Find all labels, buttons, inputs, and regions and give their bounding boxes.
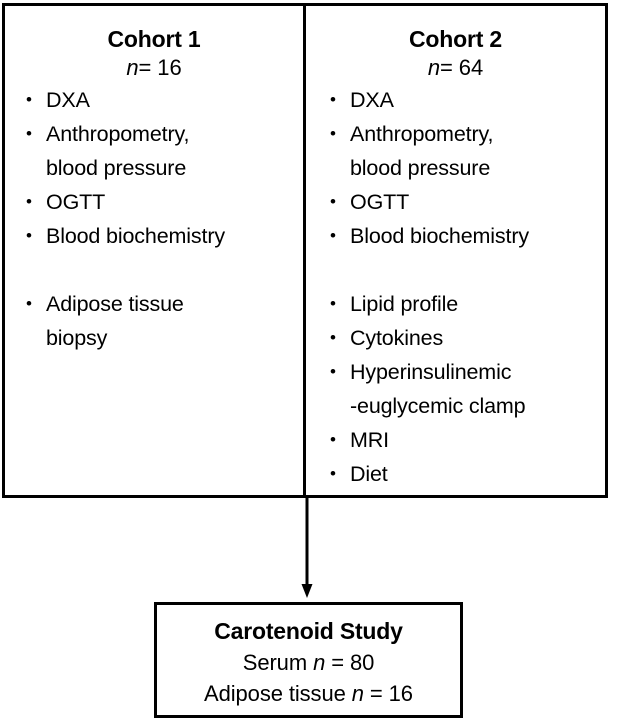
list-item: OGTT [329, 185, 605, 219]
list-item: MRI [329, 423, 605, 457]
list-item: Blood biochemistry [25, 219, 303, 253]
list-item-line-1: Cytokines [350, 326, 444, 350]
carotenoid-adipose-n-value: = 16 [363, 681, 413, 706]
list-item: DXA [329, 83, 605, 117]
list-item-line-1: Lipid profile [350, 292, 459, 316]
cohort-2-measures-group-2: Lipid profile Cytokines Hyperinsulinemic… [329, 287, 605, 491]
carotenoid-serum-row: Serum n = 80 [157, 647, 460, 678]
cohort-2-n-symbol: n [427, 55, 441, 80]
cohort-1-measures-group-1: DXA Anthropometry, blood pressure OGTT B… [25, 83, 303, 253]
list-item: Cytokines [329, 321, 605, 355]
list-item: Blood biochemistry [329, 219, 605, 253]
list-item: DXA [25, 83, 303, 117]
list-item-line-2: blood pressure [350, 156, 491, 180]
cohort-2-measures-group-1: DXA Anthropometry, blood pressure OGTT B… [329, 83, 605, 253]
carotenoid-adipose-row: Adipose tissue n = 16 [157, 678, 460, 709]
carotenoid-study-box: Carotenoid Study Serum n = 80 Adipose ti… [154, 602, 463, 718]
carotenoid-study-title: Carotenoid Study [214, 618, 403, 644]
cohort-1-title: Cohort 1 [107, 26, 201, 52]
list-item-line-1: OGTT [46, 190, 106, 214]
list-item-line-2: blood pressure [46, 156, 187, 180]
list-item-line-1: Blood biochemistry [350, 224, 529, 248]
list-item: Hyperinsulinemic -euglycemic clamp [329, 355, 605, 423]
list-item-line-1: Anthropometry, [46, 122, 190, 146]
cohort-1-n-value: = 16 [138, 55, 182, 80]
carotenoid-serum-n-value: = 80 [325, 650, 375, 675]
flow-arrow-down-icon [296, 498, 318, 600]
list-item-line-1: Hyperinsulinemic [350, 360, 512, 384]
list-item: Adipose tissue biopsy [25, 287, 303, 355]
list-item-line-2: -euglycemic clamp [350, 394, 526, 418]
list-item: Anthropometry, blood pressure [25, 117, 303, 185]
carotenoid-adipose-n-symbol: n [351, 681, 364, 706]
cohort-1-measures-group-2: Adipose tissue biopsy [25, 287, 303, 355]
cohort-1-n-symbol: n [126, 55, 139, 80]
list-item-line-1: MRI [350, 428, 389, 452]
cohorts-container: Cohort 1 n= 16 DXA Anthropometry, blood … [2, 3, 608, 498]
list-item-line-1: Diet [350, 462, 388, 486]
carotenoid-serum-n-symbol: n [313, 650, 326, 675]
list-item: Diet [329, 457, 605, 491]
cohort-2-column: Cohort 2 n= 64 DXA Anthropometry, blood … [306, 6, 605, 495]
list-item-line-1: OGTT [350, 190, 410, 214]
cohort-1-sample-size: n= 16 [5, 53, 303, 83]
list-item-line-2: biopsy [46, 326, 108, 350]
cohort-1-column: Cohort 1 n= 16 DXA Anthropometry, blood … [5, 6, 306, 495]
list-item-line-1: Blood biochemistry [46, 224, 225, 248]
list-item-line-1: Anthropometry, [350, 122, 494, 146]
carotenoid-serum-label: Serum [242, 650, 314, 675]
list-item: OGTT [25, 185, 303, 219]
list-item: Lipid profile [329, 287, 605, 321]
list-item-line-1: DXA [350, 88, 394, 112]
list-item: Anthropometry, blood pressure [329, 117, 605, 185]
carotenoid-adipose-label: Adipose tissue [204, 681, 352, 706]
cohort-2-sample-size: n= 64 [306, 53, 605, 83]
list-item-line-1: DXA [46, 88, 90, 112]
cohort-2-title: Cohort 2 [409, 26, 502, 52]
list-item-line-1: Adipose tissue [46, 292, 184, 316]
cohort-2-n-value: = 64 [440, 55, 484, 80]
